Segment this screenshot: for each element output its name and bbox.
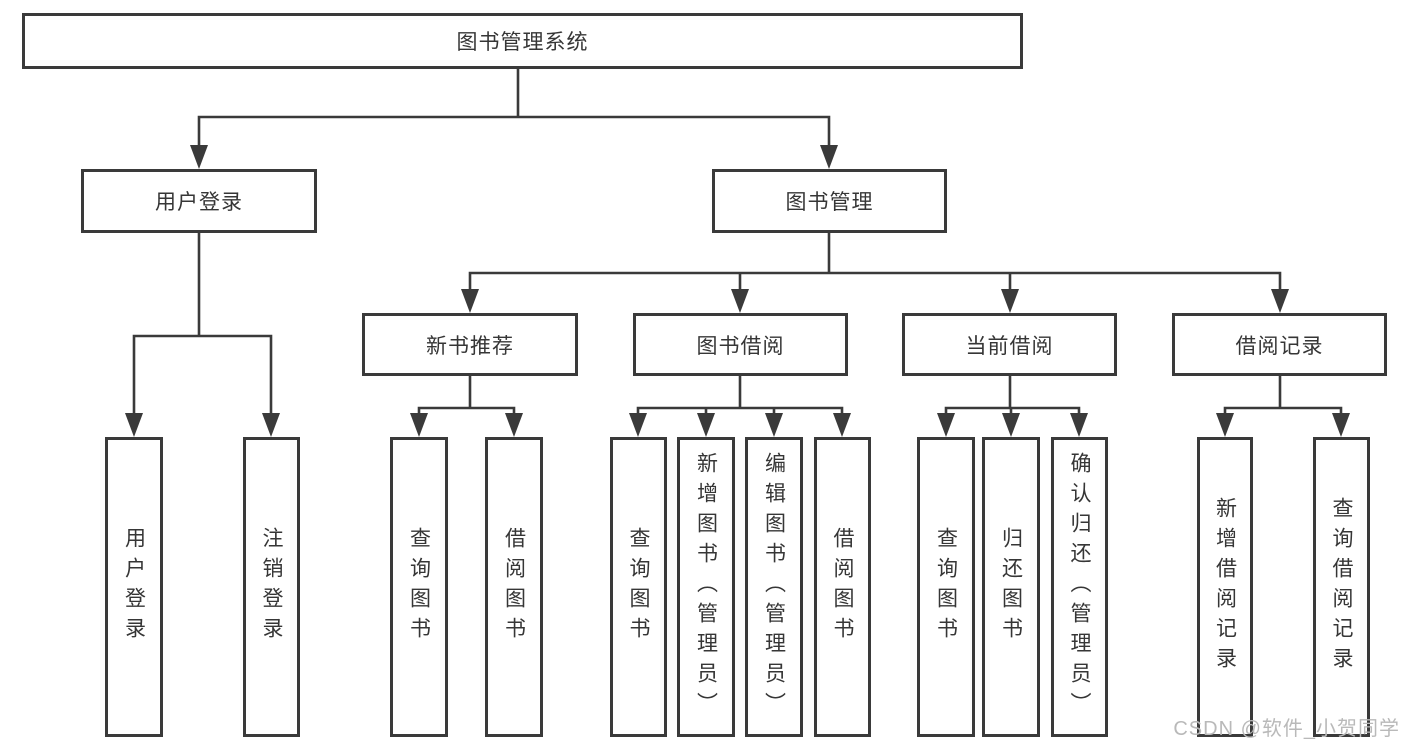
arrowhead [1002,413,1020,437]
leaf-current-query-books: 查询图书 [917,437,975,737]
node-current-borrowing: 当前借阅 [902,313,1117,376]
node-book-borrowing: 图书借阅 [633,313,848,376]
leaf-logout: 注销登录 [243,437,300,737]
connector-root-to-level2 [190,69,838,169]
connector-book-borrowing-children [629,376,851,437]
csdn-watermark: CSDN @软件_小贺同学 [1173,718,1400,740]
arrowhead [1271,289,1289,313]
arrowhead [461,289,479,313]
leaf-rec-query-books: 查询图书 [390,437,448,737]
arrowhead [262,413,280,437]
node-borrowing-records: 借阅记录 [1172,313,1387,376]
leaf-add-book-admin: 新增图书（管理员） [677,437,735,737]
arrowhead [410,413,428,437]
connector-current-borrowing-children [937,376,1088,437]
arrowhead [125,413,143,437]
arrowhead [629,413,647,437]
arrowhead [820,145,838,169]
node-book-management: 图书管理 [712,169,947,233]
leaf-query-borrow-record: 查询借阅记录 [1313,437,1370,737]
connector-new-book-rec-children [410,376,523,437]
arrowhead [765,413,783,437]
arrowhead [1001,289,1019,313]
arrowhead [731,289,749,313]
connector-book-management-children [461,233,1289,313]
arrowhead [190,145,208,169]
leaf-rec-borrow-books: 借阅图书 [485,437,543,737]
leaf-borrow-query-books: 查询图书 [610,437,667,737]
leaf-edit-book-admin: 编辑图书（管理员） [745,437,803,737]
leaf-confirm-return-admin: 确认归还（管理员） [1051,437,1108,737]
connector-borrowing-records-children [1216,376,1350,437]
arrowhead [697,413,715,437]
node-library-management-system: 图书管理系统 [22,13,1023,69]
arrowhead [1332,413,1350,437]
connector-user-login-children [125,233,280,437]
node-user-login: 用户登录 [81,169,317,233]
arrowhead [1070,413,1088,437]
leaf-borrow-books: 借阅图书 [814,437,871,737]
arrowhead [833,413,851,437]
leaf-add-borrow-record: 新增借阅记录 [1197,437,1253,737]
leaf-user-login: 用户登录 [105,437,163,737]
node-new-book-recommendation: 新书推荐 [362,313,578,376]
leaf-return-books: 归还图书 [982,437,1040,737]
arrowhead [937,413,955,437]
arrowhead [505,413,523,437]
arrowhead [1216,413,1234,437]
